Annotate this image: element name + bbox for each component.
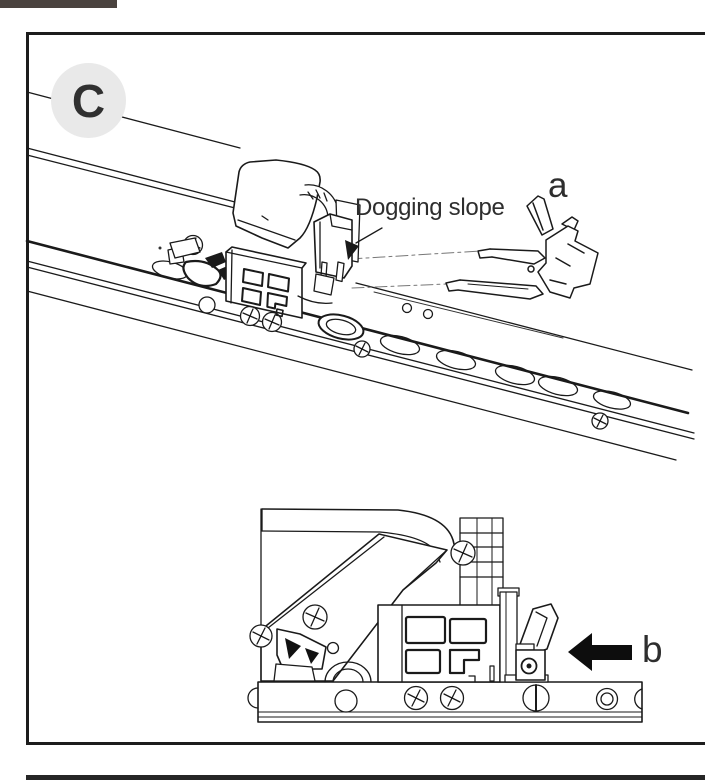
- section-tab: [0, 0, 117, 8]
- part-a-drawing: [445, 195, 599, 300]
- next-panel-frame-top: [26, 775, 705, 780]
- dogging-hole: [317, 313, 365, 341]
- device-isometric: [167, 159, 361, 319]
- screw-icon: [249, 540, 476, 648]
- part-label-a: a: [548, 166, 568, 205]
- rail-isometric: [25, 91, 695, 461]
- device-side-view: [249, 508, 559, 683]
- part-label-b: b: [642, 629, 663, 670]
- dogging-slope-leader: [345, 227, 383, 260]
- panel-label-badge: C: [51, 63, 126, 138]
- direction-arrow-b-icon: [568, 633, 632, 671]
- annotation-dogging-slope: Dogging slope: [355, 194, 505, 221]
- panel-label: C: [71, 74, 106, 127]
- screw-icon: [403, 684, 550, 712]
- rail-side-view: [247, 681, 643, 723]
